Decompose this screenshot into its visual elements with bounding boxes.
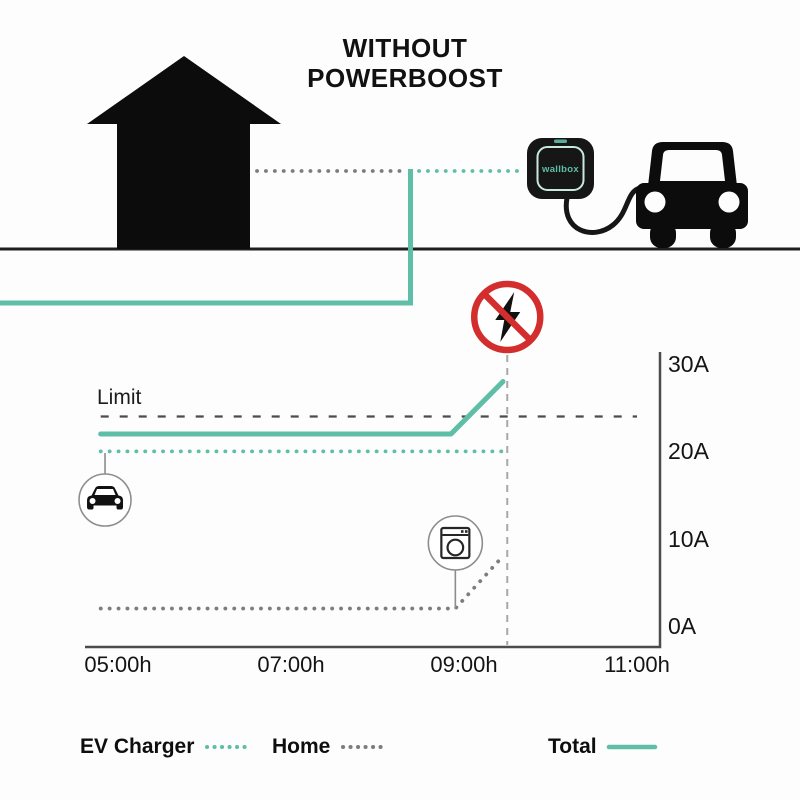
charging-cable <box>563 185 643 235</box>
car-body <box>636 183 748 229</box>
grid-supply-line <box>0 169 413 306</box>
x-tick-09:00h: 09:00h <box>430 652 498 677</box>
x-tick-05:00h: 05:00h <box>84 652 152 677</box>
no-power-icon <box>471 280 544 354</box>
chart-axes <box>85 352 662 649</box>
series-line-total <box>98 379 506 437</box>
y-tick-0A: 0A <box>668 613 697 639</box>
legend-item-total: Total <box>548 731 658 763</box>
car-glyph-headlight-right <box>114 498 121 504</box>
washer-glyph-knob1 <box>460 530 464 533</box>
car-window <box>660 150 725 181</box>
wallbox-charger-icon: wallbox <box>527 138 594 199</box>
car-wheel-left <box>650 222 676 248</box>
y-tick-20A: 20A <box>668 438 709 465</box>
y-tick-10A: 10A <box>668 525 709 552</box>
x-tick-11:00h: 11:00h <box>604 652 670 677</box>
legend-label-home: Home <box>272 735 331 758</box>
chart-plot-area <box>98 355 637 645</box>
house-icon <box>87 56 281 249</box>
y-tick-30A: 30A <box>668 351 709 378</box>
car-circle-icon <box>78 453 132 527</box>
car-wheel-right <box>710 222 736 248</box>
limit-label: Limit <box>97 386 142 409</box>
car-headlight-right <box>718 191 740 213</box>
legend-item-home: Home <box>272 731 384 763</box>
legend-label-total: Total <box>548 735 597 758</box>
car-headlight-left <box>644 191 666 213</box>
legend-swatch-dotted-gray <box>341 745 384 749</box>
car-icon <box>636 142 748 248</box>
wallbox-body <box>527 138 594 199</box>
car-glyph-headlight-left <box>89 498 96 504</box>
washing-machine-circle-icon <box>427 515 484 609</box>
prohibition-slash <box>483 293 532 341</box>
page-title: WITHOUT POWERBOOST <box>307 33 503 94</box>
legend-item-ev-charger: EV Charger <box>80 731 248 763</box>
car-glyph-windshield <box>94 489 116 495</box>
x-tick-07:00h: 07:00h <box>257 652 325 677</box>
chart-legend: EV Charger Home Total <box>0 731 800 765</box>
washer-glyph-door <box>446 538 465 557</box>
wallbox-logo-text: wallbox <box>541 164 579 175</box>
legend-label-ev-charger: EV Charger <box>80 735 195 758</box>
legend-swatch-solid-teal <box>606 744 657 750</box>
wallbox-top-light <box>554 139 567 143</box>
wallbox-face-outline <box>536 146 585 191</box>
legend-swatch-dotted-teal <box>205 745 248 749</box>
washer-glyph-knob2 <box>464 530 468 533</box>
